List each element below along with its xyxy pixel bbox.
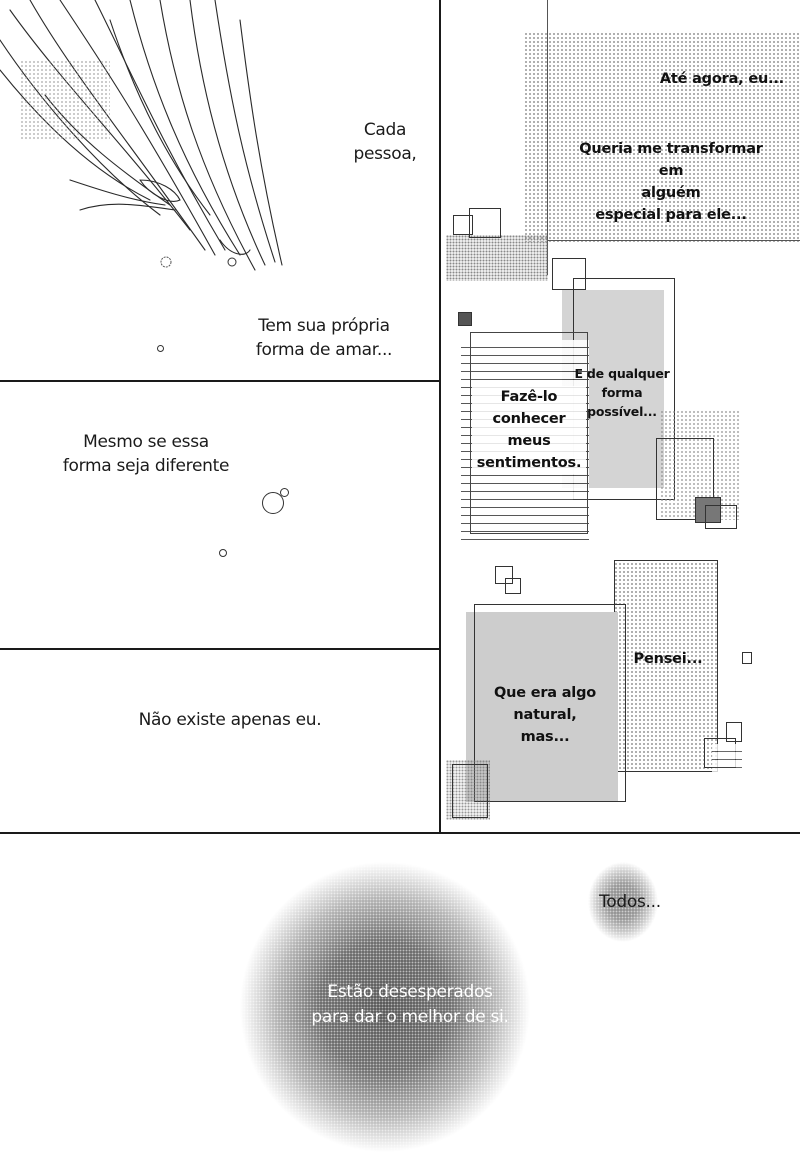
panel-divider-bottom bbox=[0, 832, 800, 834]
frame-square bbox=[705, 505, 737, 529]
panel-divider-middle bbox=[0, 648, 439, 650]
caption-faze-lo-conhecer: Fazê-lo conhecer meus sentimentos. bbox=[472, 386, 586, 474]
frame-square bbox=[469, 208, 501, 238]
bubble-large bbox=[262, 492, 284, 514]
panel-divider-top bbox=[0, 380, 439, 382]
tone-box-corner bbox=[446, 760, 490, 820]
hair-tone bbox=[20, 60, 110, 140]
small-tone-blob bbox=[588, 862, 658, 942]
frame-square bbox=[656, 438, 714, 520]
thin-frame-line-h bbox=[547, 240, 800, 241]
frame-square bbox=[453, 215, 473, 235]
frame-square bbox=[726, 722, 742, 742]
frame-square bbox=[495, 566, 513, 584]
caption-ate-agora: Até agora, eu... bbox=[659, 71, 784, 87]
caption-pensei: Pensei... bbox=[633, 651, 703, 667]
frame-square-filled bbox=[695, 497, 721, 523]
caption-todos: Todos... bbox=[599, 892, 661, 912]
frame-square bbox=[452, 764, 488, 818]
caption-tem-sua-propria: Tem sua própria forma de amar... bbox=[255, 316, 393, 360]
dark-tone-blob bbox=[240, 862, 530, 1152]
lined-scrap bbox=[712, 744, 742, 774]
bubble-small bbox=[280, 488, 289, 497]
caption-mesmo-se-essa: Mesmo se essa forma seja diferente bbox=[62, 432, 230, 476]
tone-box-top bbox=[524, 32, 800, 242]
frame-rect bbox=[474, 604, 626, 802]
caption-nao-existe: Não existe apenas eu. bbox=[138, 710, 322, 730]
panel-divider-vertical bbox=[439, 0, 441, 832]
frame-square bbox=[742, 652, 752, 664]
caption-estao-desesperados: Estão desesperados para dar o melhor de … bbox=[311, 982, 509, 1027]
caption-cada-pessoa: Cada pessoa, bbox=[353, 120, 417, 164]
tone-box-left bbox=[446, 235, 548, 281]
grey-box-natural bbox=[466, 612, 618, 802]
bubble-dot bbox=[157, 345, 164, 352]
frame-rect bbox=[470, 332, 588, 534]
frame-square bbox=[505, 578, 521, 594]
thin-frame-line bbox=[547, 0, 548, 275]
caption-queria-me-transformar: Queria me transformar em alguém especial… bbox=[579, 141, 763, 223]
tone-box-lower bbox=[614, 562, 718, 772]
frame-square bbox=[552, 258, 586, 290]
caption-qualquer-forma: E de qualquer forma possível... bbox=[574, 366, 670, 419]
bubble-tiny bbox=[219, 549, 227, 557]
frame-square-filled bbox=[458, 312, 472, 326]
caption-que-era-algo: Que era algo natural, mas... bbox=[493, 685, 597, 745]
hair-illustration bbox=[0, 0, 283, 271]
